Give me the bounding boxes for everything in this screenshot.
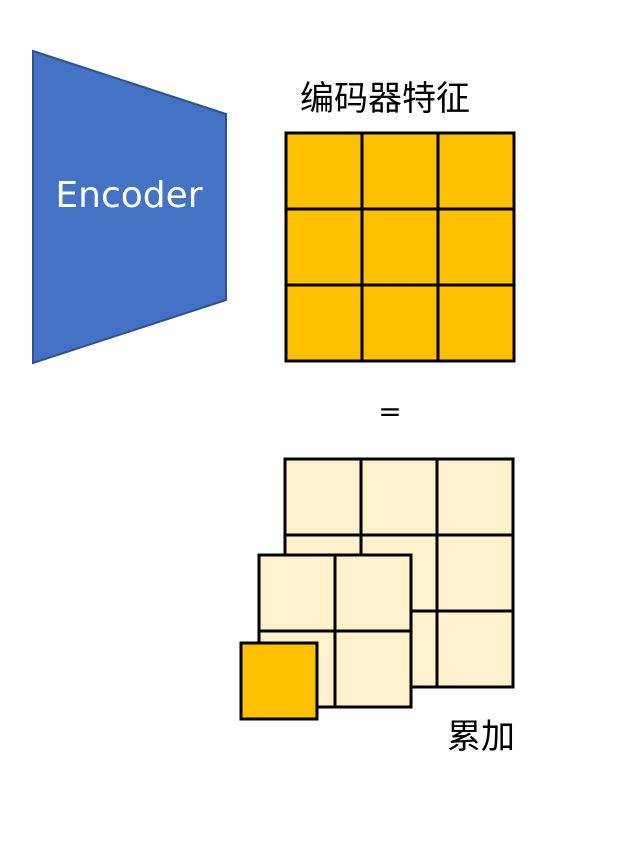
encoder-feature-grid [284,131,516,363]
feature-cell [436,131,516,211]
accumulation-label: 累加 [447,717,515,757]
accumulation-cell [435,609,515,689]
accumulation-cell [359,457,439,537]
feature-cell [360,207,440,287]
accumulation-cell [435,533,515,613]
accumulation-cell [333,553,413,633]
accumulation-cell [239,641,319,721]
encoder-label: Encoder [55,175,202,216]
feature-cell [284,207,364,287]
accumulation-cell [257,553,337,633]
feature-cell [360,131,440,211]
accumulation-grid-1x1 [239,641,319,721]
feature-cell [360,283,440,363]
accumulation-cell [435,457,515,537]
feature-cell [284,283,364,363]
accumulation-cell [333,629,413,709]
accumulation-cell [283,457,363,537]
encoder-block [32,49,227,365]
equals-sign: = [378,395,401,428]
feature-cell [436,207,516,287]
feature-cell [284,131,364,211]
feature-cell [436,283,516,363]
feature-grid-title: 编码器特征 [300,79,470,119]
